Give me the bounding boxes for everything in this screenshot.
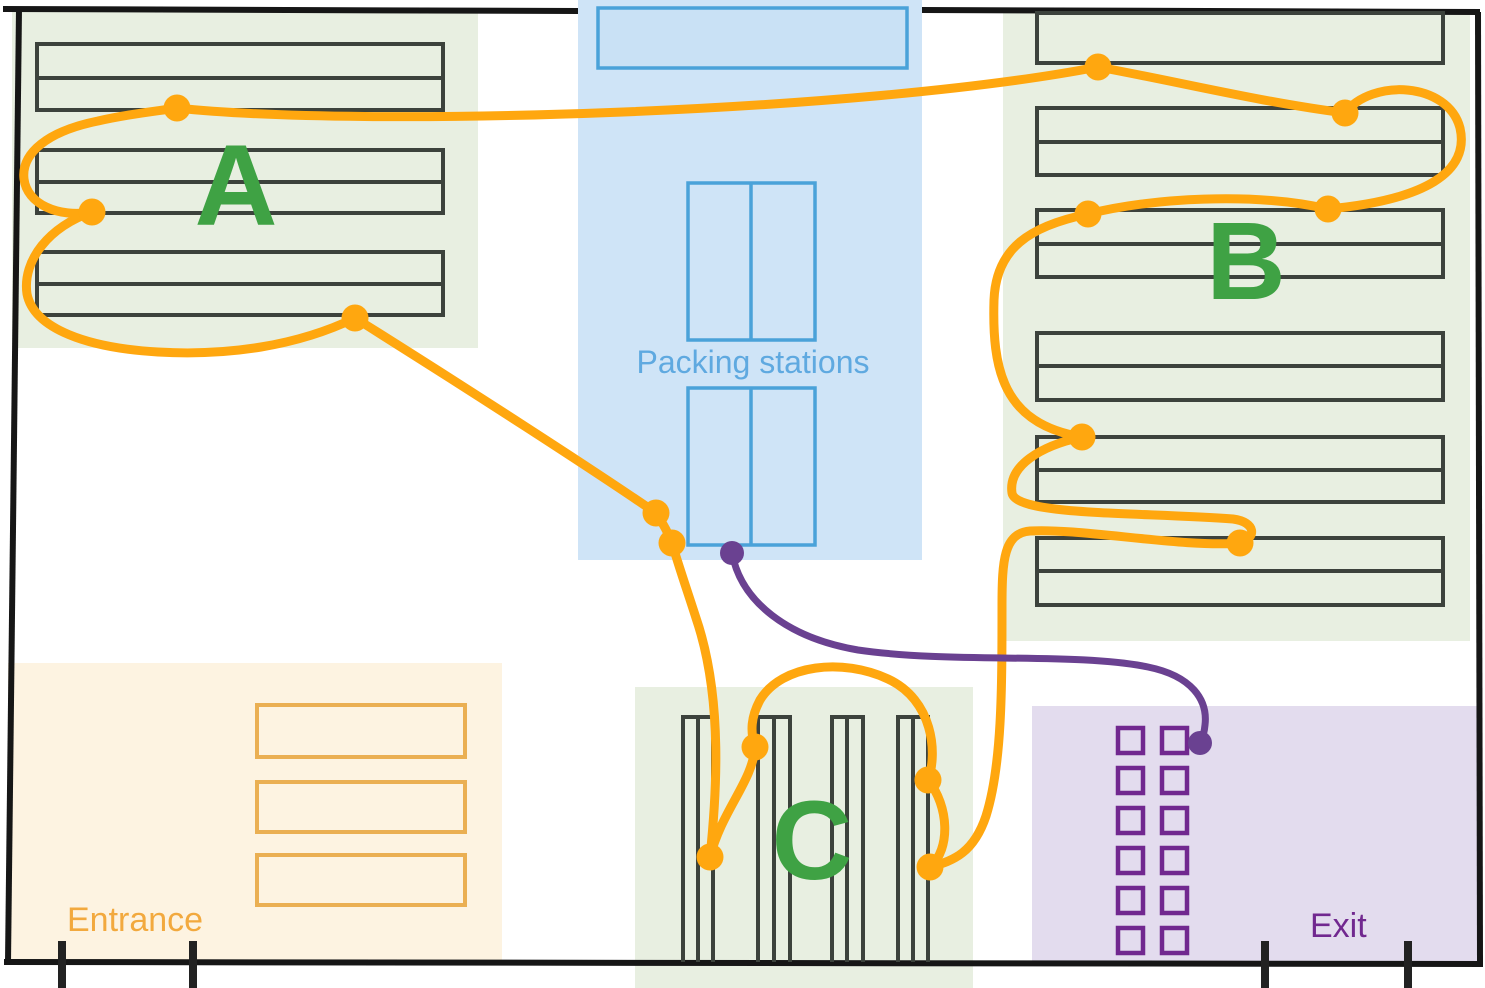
pallet-slot	[1159, 885, 1190, 916]
pallet-slot	[1115, 725, 1146, 756]
pallet-slot	[1115, 845, 1146, 876]
pallet-slot	[1159, 725, 1190, 756]
picking-route-waypoints	[78, 53, 1359, 881]
route-waypoint-dot	[1068, 423, 1096, 451]
zone-c-label: C	[772, 778, 853, 903]
zone-b-label: B	[1206, 200, 1285, 323]
zone-b-shelves	[1035, 11, 1445, 607]
zone-a-background	[12, 10, 478, 348]
route-waypoint-dot	[1188, 731, 1212, 755]
route-waypoint-dot	[741, 733, 769, 761]
route-waypoint-dot	[1226, 529, 1254, 557]
route-waypoint-dot	[696, 843, 724, 871]
pallet-slot	[1115, 805, 1146, 836]
zone-a-shelves	[35, 42, 445, 317]
pallet-slot	[1159, 765, 1190, 796]
staging-rack	[255, 780, 467, 834]
zone-c-background	[635, 687, 973, 988]
top-wall-left-segment	[2, 6, 579, 14]
route-waypoint-dot	[916, 853, 944, 881]
bottom-wall	[3, 959, 1484, 967]
pallet-slot	[1115, 925, 1146, 956]
packing-stations-label: Packing stations	[636, 344, 869, 380]
shelf-rack	[1035, 11, 1445, 65]
picking-route-path	[19, 62, 1466, 872]
route-waypoint-dot	[341, 304, 369, 332]
entrance-label: Entrance	[67, 901, 203, 939]
route-waypoint-dot	[1331, 99, 1359, 127]
route-waypoint-dot	[78, 198, 106, 226]
route-waypoint-dot	[914, 766, 942, 794]
shelf-rack	[896, 715, 930, 962]
exit-pallet-grid	[1115, 725, 1190, 956]
route-waypoint-dot	[1314, 195, 1342, 223]
pallet-slot	[1159, 805, 1190, 836]
pallet-slot	[1159, 845, 1190, 876]
left-wall	[5, 8, 22, 963]
exit-label: Exit	[1310, 907, 1367, 945]
pallet-slot	[1159, 925, 1190, 956]
route-waypoint-dot	[1084, 53, 1112, 81]
dispatch-route-waypoints	[720, 541, 1212, 755]
staging-rack	[255, 703, 467, 759]
dispatch-route-path	[728, 549, 1209, 747]
route-waypoint-dot	[163, 94, 191, 122]
exit-zone-background	[1032, 706, 1478, 962]
packing-dock-door	[596, 6, 909, 70]
route-waypoint-dot	[1074, 200, 1102, 228]
pallet-slot	[1115, 765, 1146, 796]
right-wall	[1475, 11, 1483, 962]
pallet-slot	[1115, 885, 1146, 916]
door-ticks	[58, 941, 1412, 988]
shelf-rack	[830, 715, 865, 962]
route-waypoint-dot	[658, 529, 686, 557]
shelf-rack	[756, 715, 792, 962]
route-waypoint-dot	[720, 541, 744, 565]
packing-desks	[686, 181, 817, 547]
route-waypoint-dot	[642, 499, 670, 527]
entrance-racks	[255, 703, 467, 907]
staging-rack	[255, 853, 467, 907]
zone-a-label: A	[194, 122, 277, 250]
